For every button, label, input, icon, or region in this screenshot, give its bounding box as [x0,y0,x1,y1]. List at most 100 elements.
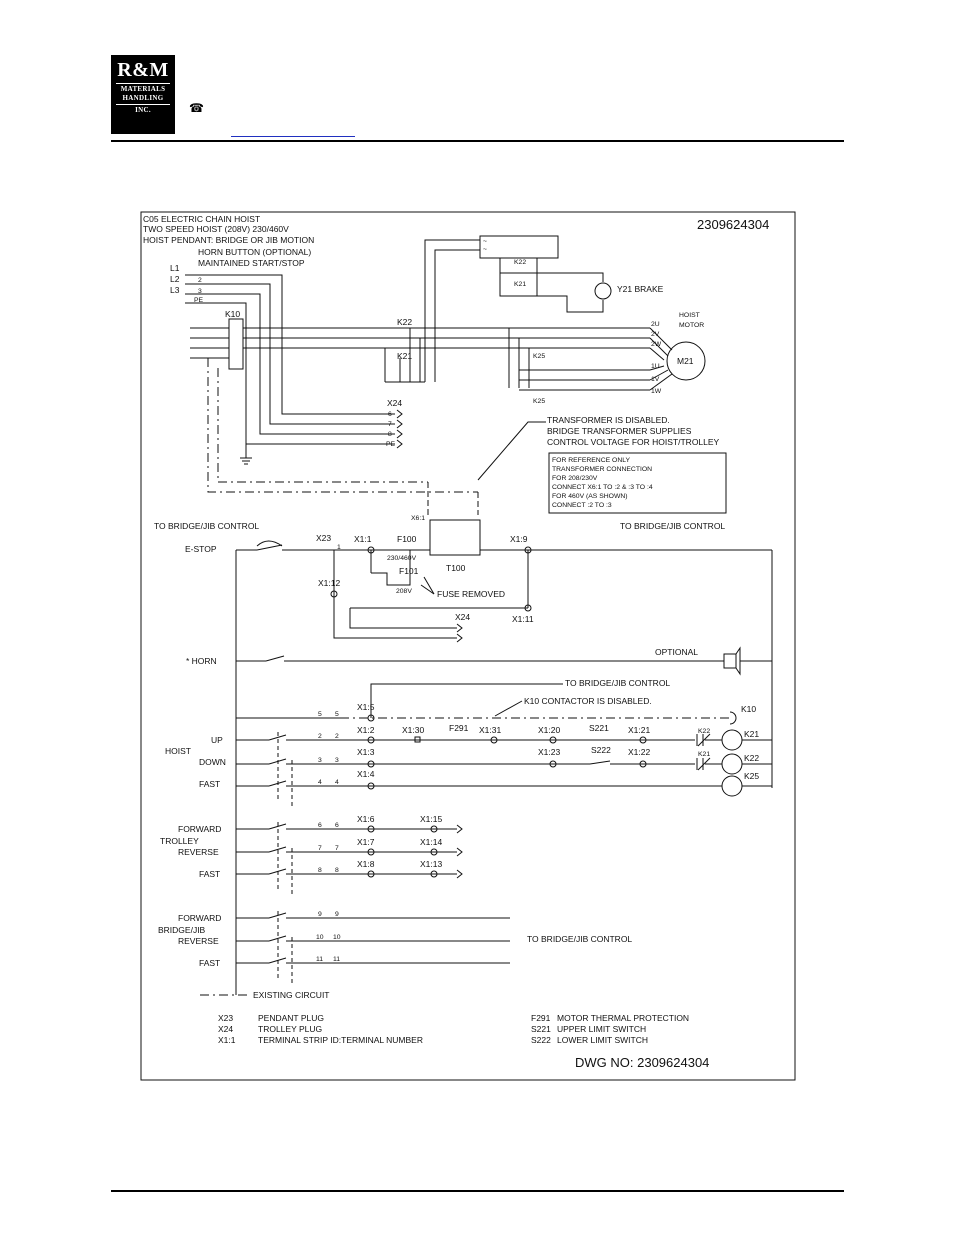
terminal-label: X1:22 [628,747,650,757]
svg-text:4: 4 [335,779,339,786]
fuse-label: F291 [449,723,469,733]
transformer-label: T100 [446,563,466,573]
terminal-label: X1:5 [357,702,375,712]
fast-label: FAST [199,869,220,879]
svg-text:PE: PE [194,297,204,304]
company-logo: R&M MATERIALS HANDLING INC. [111,55,175,134]
fuse-label: F100 [397,534,417,544]
contactor-label: K25 [744,771,759,781]
svg-text:CONNECT :2 TO :3: CONNECT :2 TO :3 [552,502,612,509]
svg-text:TO BRIDGE/JIB CONTROL: TO BRIDGE/JIB CONTROL [620,521,725,531]
motor-terminal: 2W [651,341,662,348]
svg-text:~: ~ [483,246,487,253]
terminal-label: X1:12 [318,578,340,588]
svg-text:X23: X23 [218,1013,233,1023]
plug-label: X24 [387,398,402,408]
svg-text:TO BRIDGE/JIB CONTROL: TO BRIDGE/JIB CONTROL [527,934,632,944]
svg-text:X1:1: X1:1 [218,1035,236,1045]
contactor-label: K21 [397,351,412,361]
motor-terminal: 2U [651,321,660,328]
terminal-label: X1:23 [538,747,560,757]
title-line: TWO SPEED HOIST (208V) 230/460V [143,224,289,234]
svg-text:BRIDGE TRANSFORMER SUPPLIES: BRIDGE TRANSFORMER SUPPLIES [547,426,692,436]
contactor-label: K22 [744,753,759,763]
terminal-label: X1:20 [538,725,560,735]
forward-label: FORWARD [178,824,221,834]
contactor-label: K21 [514,281,526,288]
svg-text:4: 4 [318,779,322,786]
trolley-label: TROLLEY [160,836,199,846]
title-block: C05 ELECTRIC CHAIN HOIST TWO SPEED HOIST… [143,214,769,268]
svg-text:CONTROL VOLTAGE FOR HOIST/TROL: CONTROL VOLTAGE FOR HOIST/TROLLEY [547,437,720,447]
title-line: HORN BUTTON (OPTIONAL) [198,247,311,257]
down-label: DOWN [199,757,226,767]
terminal-label: X1:1 [354,534,372,544]
terminal-label: X1:31 [479,725,501,735]
contactor-label: K10 [225,309,240,319]
terminal-label: X1:15 [420,814,442,824]
hoist-label: HOIST [165,746,191,756]
svg-text:~: ~ [483,238,487,245]
terminal-label: X1:30 [402,725,424,735]
svg-text:MOTOR THERMAL PROTECTION: MOTOR THERMAL PROTECTION [557,1013,689,1023]
fast-label: FAST [199,779,220,789]
website-link[interactable] [231,136,355,137]
svg-text:TERMINAL STRIP ID:TERMINAL NUM: TERMINAL STRIP ID:TERMINAL NUMBER [258,1035,423,1045]
fuse-note: FUSE REMOVED [437,589,505,599]
svg-text:CONNECT X6:1 TO :2 & :3 TO :4: CONNECT X6:1 TO :2 & :3 TO :4 [552,484,653,491]
svg-text:F291: F291 [531,1013,551,1023]
svg-text:TROLLEY PLUG: TROLLEY PLUG [258,1024,322,1034]
drawing-number-top: 2309624304 [697,217,769,232]
logo-text: HANDLING [122,94,164,102]
svg-text:TRANSFORMER CONNECTION: TRANSFORMER CONNECTION [552,466,652,473]
svg-text:5: 5 [335,711,339,718]
brake-label: Y21 BRAKE [617,284,664,294]
terminal-label: X1:8 [357,859,375,869]
contactor-label: K10 [741,704,756,714]
svg-text:9: 9 [335,911,339,918]
bridge-jib-label: BRIDGE/JIB [158,925,206,935]
horn-label: * HORN [186,656,217,666]
svg-text:8: 8 [388,431,392,438]
terminal-label: X1:7 [357,837,375,847]
motor-id: M21 [677,356,694,366]
title-line: C05 ELECTRIC CHAIN HOIST [143,214,260,224]
logo-text: MATERIALS [120,85,166,93]
motor-symbol [666,341,706,381]
svg-text:X24: X24 [218,1024,233,1034]
svg-text:FOR 460V (AS SHOWN): FOR 460V (AS SHOWN) [552,493,628,500]
reference-box [548,452,727,514]
svg-text:PENDANT PLUG: PENDANT PLUG [258,1013,324,1023]
svg-text:TRANSFORMER IS DISABLED.: TRANSFORMER IS DISABLED. [547,415,670,425]
svg-text:9: 9 [318,911,322,918]
terminal-label: X1:4 [357,769,375,779]
terminal-label: X1:9 [510,534,528,544]
line-label: L3 [170,285,180,295]
line-label: L1 [170,263,180,273]
motor-label: HOIST [679,312,700,319]
phone-icon: ☎ [189,101,204,115]
contactor-label: K22 [698,728,710,735]
drawing-frame [140,211,796,1081]
svg-text:1: 1 [337,544,341,551]
motor-label: MOTOR [679,322,704,329]
contactor-label: K25 [533,353,545,360]
switch-label: S221 [589,723,609,733]
terminal-label: X1:2 [357,725,375,735]
svg-text:3: 3 [198,288,202,295]
svg-text:S222: S222 [531,1035,551,1045]
svg-text:6: 6 [318,822,322,829]
plug-label: X24 [455,612,470,622]
svg-text:2: 2 [318,733,322,740]
contactor-label: K25 [533,398,545,405]
header-divider [111,140,844,142]
svg-text:5: 5 [318,711,322,718]
forward-label: FORWARD [178,913,221,923]
terminal-label: X1:14 [420,837,442,847]
svg-text:8: 8 [318,867,322,874]
reverse-label: REVERSE [178,936,219,946]
drawing-number: DWG NO: 2309624304 [575,1055,709,1070]
svg-text:7: 7 [335,845,339,852]
svg-text:3: 3 [335,757,339,764]
contactor-label: K21 [698,751,710,758]
